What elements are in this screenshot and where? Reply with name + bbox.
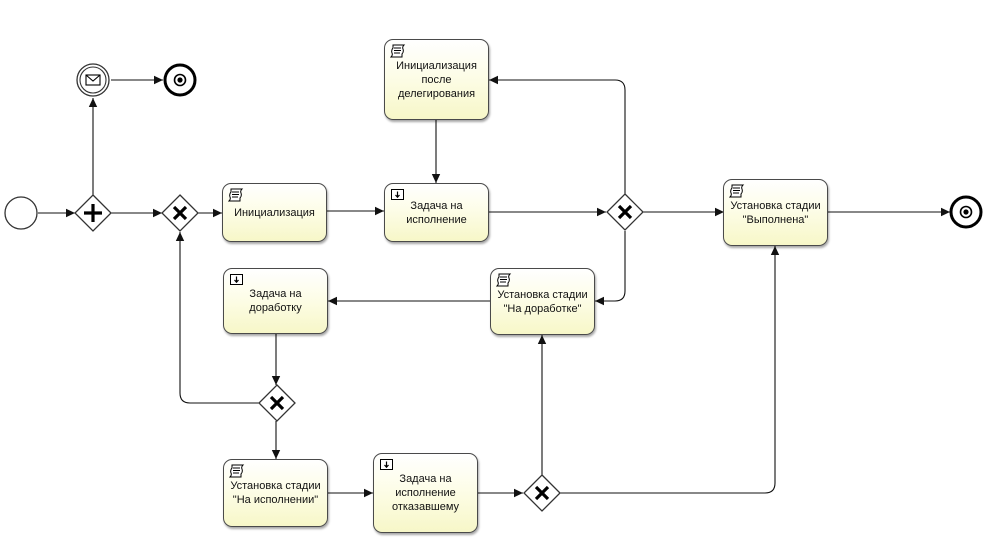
exclusive-gateway-1[interactable] [161,194,199,232]
task-init-after-delegation[interactable]: Инициализация после делегирования [384,39,489,120]
exclusive-gateway-4[interactable] [523,474,561,512]
envelope-icon [85,74,101,86]
task-set-stage-done-label: Установка стадии "Выполнена" [730,199,821,226]
flow-xor2-to-init-after-delegation[interactable] [489,75,626,194]
script-icon [228,188,244,202]
task-set-stage-rework[interactable]: Установка стадии "На доработке" [490,268,595,335]
script-icon [390,44,406,58]
script-icon [229,464,245,478]
script-icon [729,184,745,198]
flow-xor4-to-set-done[interactable] [560,246,780,494]
user-task-icon [380,459,393,470]
script-icon [496,273,512,287]
task-set-stage-in-progress[interactable]: Установка стадии "На исполнении" [223,459,328,527]
user-task-icon [230,274,243,285]
flow-xor3-to-xor1[interactable] [175,232,259,404]
task-set-stage-done[interactable]: Установка стадии "Выполнена" [723,179,828,246]
task-execute-refused[interactable]: Задача на исполнение отказавшему [373,453,478,533]
task-init-after-delegation-label: Инициализация после делегирования [396,59,477,100]
message-event[interactable] [76,63,110,97]
start-event[interactable] [4,196,38,230]
user-task-icon [391,189,404,200]
parallel-gateway[interactable] [74,194,112,232]
flow-xor2-to-set-rework[interactable] [595,231,626,306]
task-set-stage-rework-label: Установка стадии "На доработке" [497,288,588,315]
task-execute-label: Задача на исполнение [406,199,467,226]
task-rework-label: Задача на доработку [249,288,302,314]
task-rework[interactable]: Задача на доработку [223,268,328,334]
task-init-label: Инициализация [234,206,315,219]
exclusive-gateway-2[interactable] [606,193,644,231]
task-execute[interactable]: Задача на исполнение [384,183,489,242]
task-execute-refused-label: Задача на исполнение отказавшему [391,473,460,513]
end-event-right[interactable] [949,195,983,229]
end-event-top[interactable] [163,63,197,97]
task-init[interactable]: Инициализация [222,183,327,242]
task-set-stage-in-progress-label: Установка стадии "На исполнении" [230,480,321,506]
exclusive-gateway-3[interactable] [258,384,296,422]
